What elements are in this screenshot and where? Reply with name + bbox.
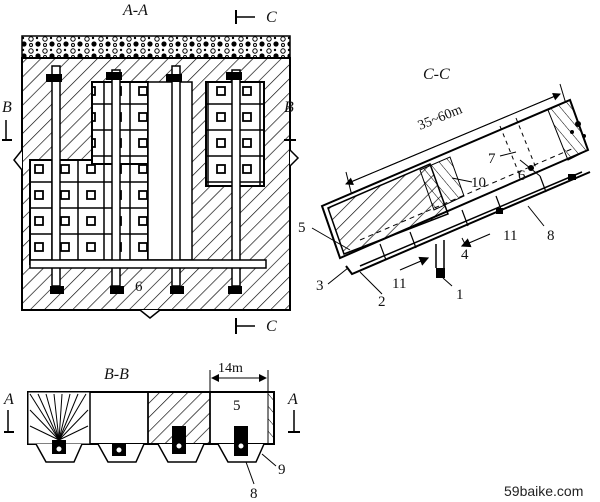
- cut-mark-b-left: B: [2, 99, 12, 141]
- title-cc: C-C: [423, 66, 450, 83]
- arrow-11-right: [460, 233, 491, 248]
- fan-stope: [27, 391, 91, 445]
- cut-mark-c-top: C: [235, 9, 277, 26]
- label-3-cc: 3: [316, 278, 324, 294]
- label-35-60m: 35~60m: [416, 102, 465, 133]
- stope-block-left: [29, 159, 149, 265]
- drawpoints-aa: [46, 72, 242, 294]
- label-7-cc: 7: [488, 151, 496, 167]
- gravel-cap: [21, 35, 291, 59]
- label-a-left: A: [3, 391, 14, 408]
- label-10-cc: 10: [471, 175, 486, 191]
- dimension-14m: 14m: [209, 361, 269, 392]
- cc-haulage-level: [345, 171, 591, 276]
- label-2-cc: 2: [378, 294, 386, 310]
- label-a-right: A: [287, 391, 298, 408]
- arrow-11-left: [399, 256, 430, 271]
- haulage-drift: [29, 259, 267, 269]
- label-6-cc: 6: [518, 168, 526, 184]
- cc-ore-pass: [435, 240, 445, 278]
- label-1-cc: 1: [456, 287, 464, 303]
- label-8-cc: 8: [547, 228, 555, 244]
- label-5-bb: 5: [233, 398, 241, 414]
- bb-drawpoints: [35, 443, 265, 463]
- watermark: 59baike.com: [504, 483, 583, 499]
- section-bb: B-B 14m: [3, 361, 300, 502]
- section-aa-plan: A-A C: [2, 2, 300, 335]
- label-c-bottom: C: [266, 318, 277, 335]
- title-aa: A-A: [122, 2, 148, 19]
- label-8-bb: 8: [250, 486, 258, 502]
- cut-mark-c-bottom: C: [235, 318, 277, 335]
- label-6-aa: 6: [135, 279, 143, 295]
- label-11-cc-left: 11: [392, 276, 406, 292]
- label-9-bb: 9: [278, 462, 286, 478]
- title-bb: B-B: [104, 366, 129, 383]
- label-b-left: B: [2, 99, 12, 116]
- cut-mark-a-right: A: [287, 391, 300, 433]
- label-5-cc: 5: [298, 220, 306, 236]
- cc-chutes: [379, 175, 547, 261]
- label-c-top: C: [266, 9, 277, 26]
- cut-mark-b-right: B: [284, 99, 296, 141]
- label-11-cc-right: 11: [503, 228, 517, 244]
- cc-hatched-zone: [327, 162, 449, 255]
- bb-chutes: [52, 426, 248, 456]
- section-cc: C-C 35~60m: [298, 66, 591, 310]
- cut-mark-a-left: A: [3, 391, 14, 433]
- label-b-right: B: [284, 99, 294, 116]
- label-14m: 14m: [218, 361, 243, 376]
- open-chamber: [147, 81, 193, 261]
- label-4-cc: 4: [461, 247, 469, 263]
